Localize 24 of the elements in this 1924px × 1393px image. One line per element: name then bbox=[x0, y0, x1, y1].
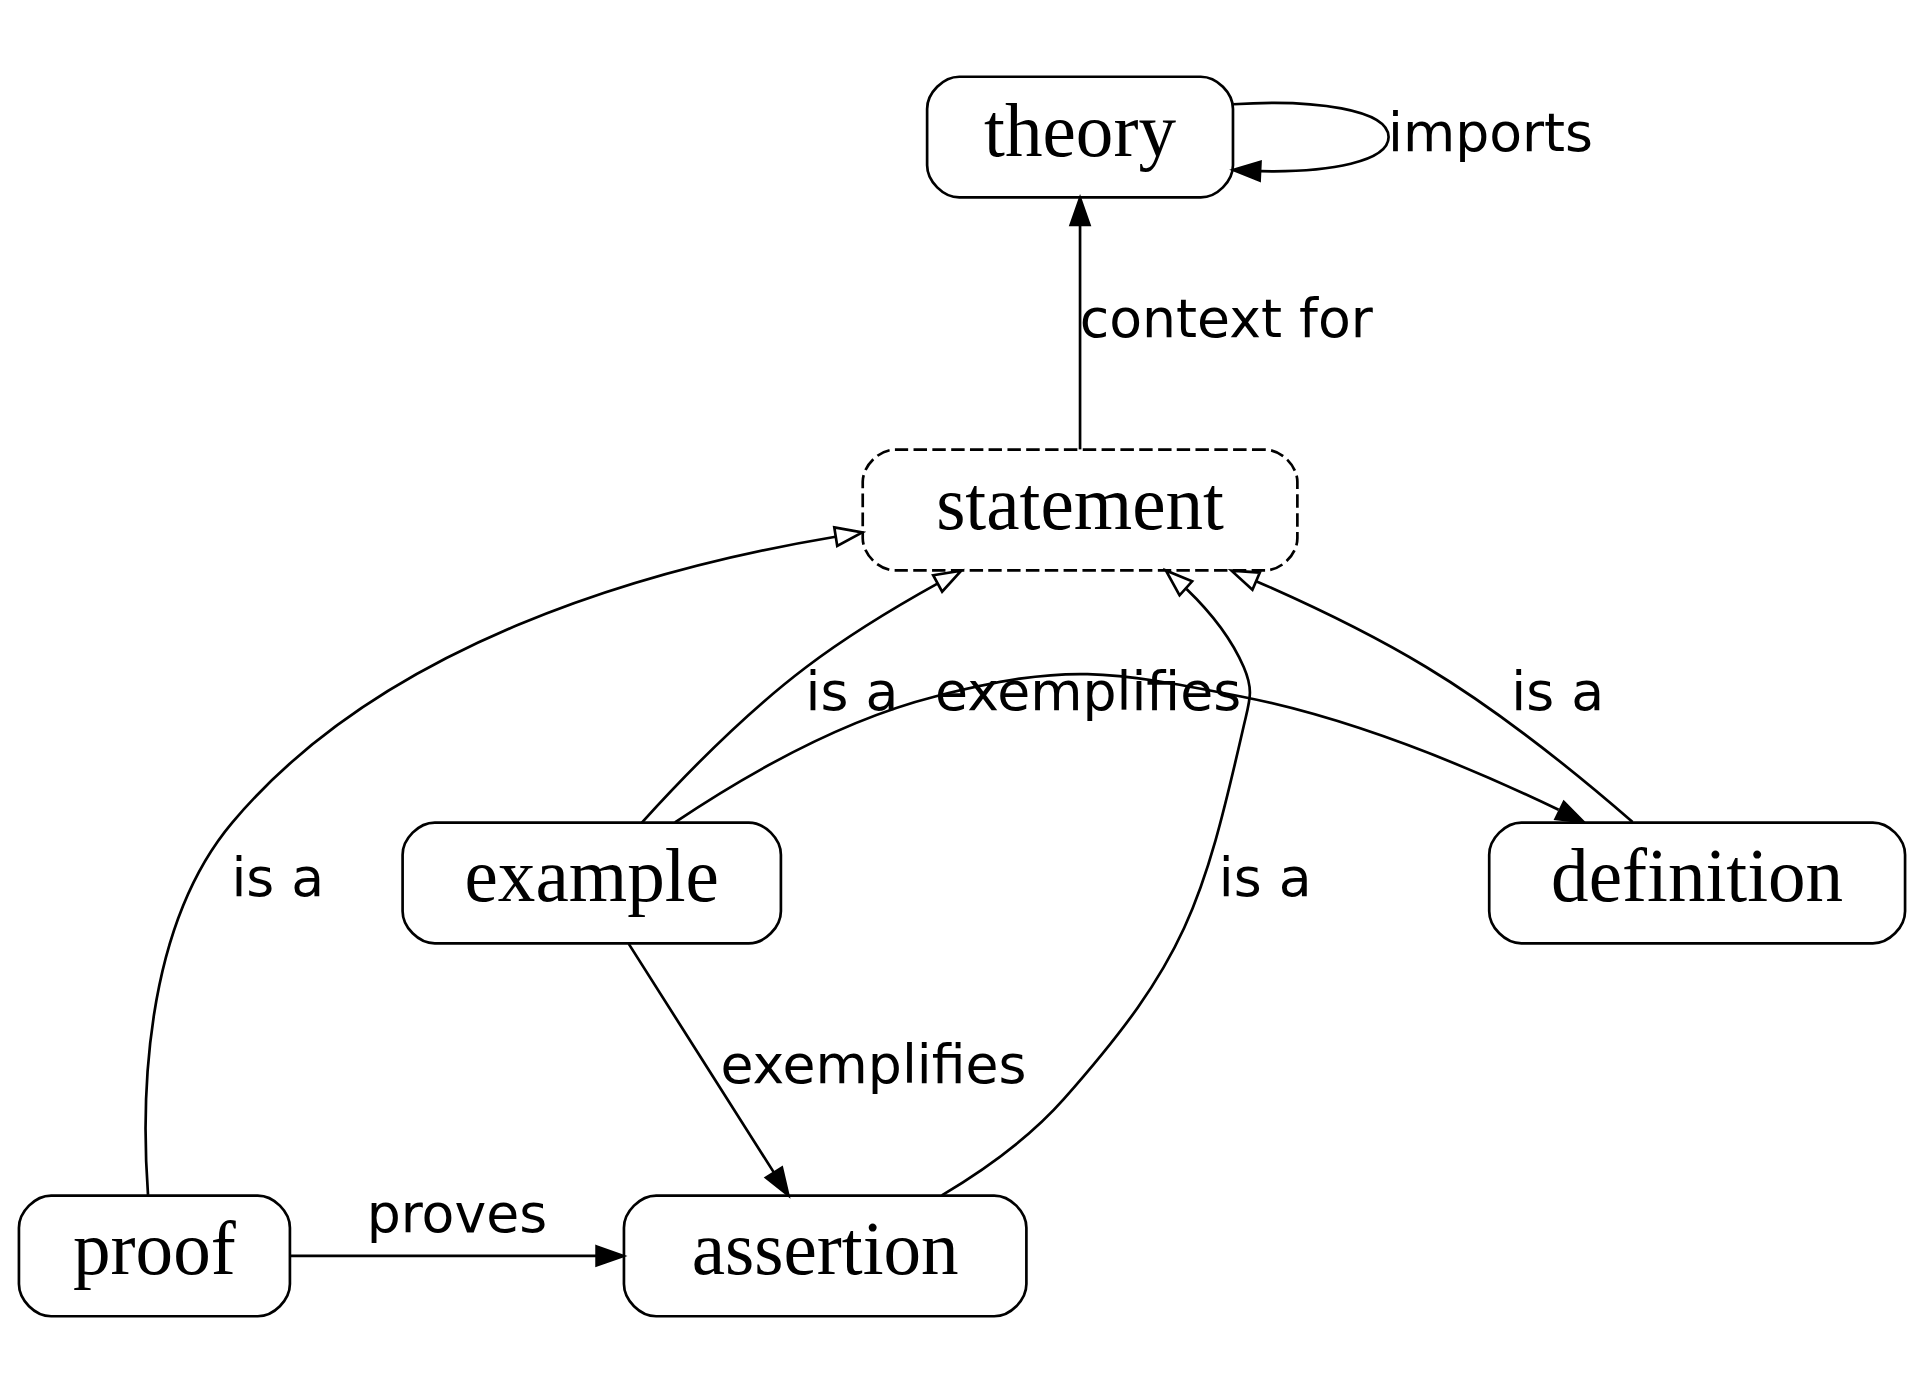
edge-label: is a bbox=[1218, 846, 1312, 910]
edge-label: is a bbox=[1511, 659, 1605, 723]
arrow bbox=[1068, 193, 1092, 450]
node-box: definition bbox=[1487, 821, 1907, 945]
arrow bbox=[1227, 569, 1634, 823]
arrow bbox=[290, 1244, 628, 1268]
edge-label: exemplifies bbox=[935, 659, 1242, 723]
arrow bbox=[674, 672, 1588, 824]
arrow bbox=[640, 568, 965, 824]
node-box: assertion bbox=[622, 1194, 1028, 1318]
arrow bbox=[627, 943, 791, 1199]
arrow bbox=[1229, 101, 1390, 183]
edge-label: is a bbox=[231, 846, 325, 910]
edge-label: proves bbox=[366, 1181, 548, 1245]
edge-label: is a bbox=[805, 659, 899, 723]
edge-label: exemplifies bbox=[720, 1032, 1027, 1096]
edge-label: context for bbox=[1079, 286, 1373, 350]
arrow bbox=[144, 525, 867, 1195]
node-box: statement bbox=[861, 448, 1299, 572]
node-box: example bbox=[401, 821, 783, 945]
edge-label: imports bbox=[1388, 100, 1594, 164]
arrow bbox=[941, 567, 1252, 1197]
node-box: proof bbox=[17, 1194, 292, 1318]
node-box: theory bbox=[925, 75, 1235, 199]
